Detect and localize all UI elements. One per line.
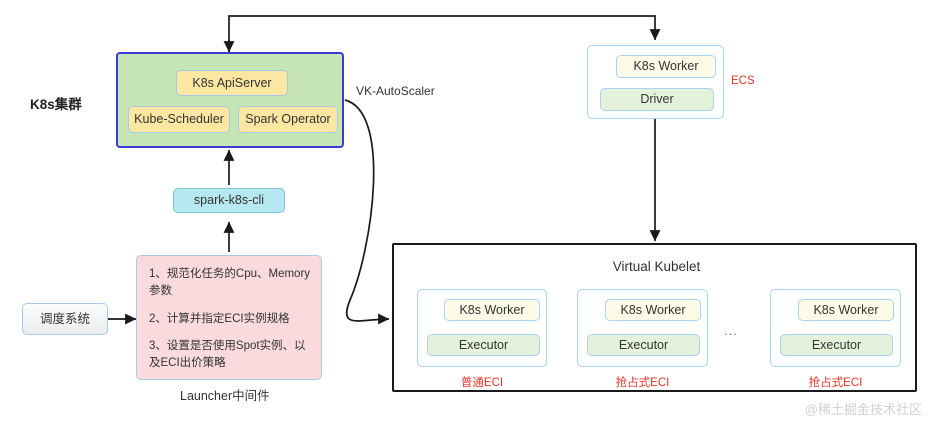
launcher-item-2: 2、计算并指定ECI实例规格 [149,312,290,325]
eci-2-executor-node[interactable]: Executor [587,334,700,356]
scheduler-system-node[interactable]: 调度系统 [22,303,108,335]
watermark: @稀土掘金技术社区 [804,402,922,417]
virtual-kubelet-box: Virtual Kubelet K8s Worker Executor 普通EC… [392,243,917,392]
k8s-apiserver-label: K8s ApiServer [192,75,272,90]
eci-2-executor-label: Executor [618,337,669,352]
spark-operator-label: Spark Operator [245,112,331,127]
eci-3-tag: 抢占式ECI [808,377,863,389]
spark-k8s-cli-node[interactable]: spark-k8s-cli [173,188,285,213]
launcher-caption: Launcher中间件 [180,389,270,403]
virtual-kubelet-title: Virtual Kubelet [612,259,701,274]
eci-ellipsis: ... [724,323,738,338]
eci-3-k8s-worker-label: K8s Worker [813,302,879,317]
scheduler-system-label: 调度系统 [39,311,90,326]
ecs-box: K8s Worker Driver [587,45,724,119]
eci-3-k8s-worker-node[interactable]: K8s Worker [798,299,894,321]
vk-autoscaler-edge-label: VK-AutoScaler [356,84,435,98]
eci-3-executor-label: Executor [811,337,862,352]
k8s-cluster-box: K8s ApiServer Kube-Scheduler Spark Opera… [116,52,344,148]
ecs-k8s-worker-label: K8s Worker [633,59,699,74]
kube-scheduler-node[interactable]: Kube-Scheduler [128,106,230,133]
eci-1-tag: 普通ECI [460,377,504,389]
eci-1-k8s-worker-label: K8s Worker [459,302,525,317]
launcher-item-1: 1、规范化任务的Cpu、Memory参数 [149,268,311,298]
ecs-k8s-worker-node[interactable]: K8s Worker [616,55,716,78]
spark-k8s-cli-label: spark-k8s-cli [193,193,265,208]
eci-node-3: K8s Worker Executor [770,289,901,367]
ecs-tag-label: ECS [731,75,755,87]
eci-node-2: K8s Worker Executor [577,289,708,367]
ecs-driver-label: Driver [640,92,674,107]
launcher-middleware-box: 1、规范化任务的Cpu、Memory参数 2、计算并指定ECI实例规格 3、设置… [136,255,322,380]
launcher-item-3: 3、设置是否使用Spot实例、以及ECI出价策略 [149,339,306,369]
k8s-apiserver-node[interactable]: K8s ApiServer [176,70,288,96]
launcher-item-list: 1、规范化任务的Cpu、Memory参数 2、计算并指定ECI实例规格 3、设置… [137,256,321,372]
eci-2-tag: 抢占式ECI [615,377,670,389]
ecs-driver-node[interactable]: Driver [600,88,714,111]
eci-1-k8s-worker-node[interactable]: K8s Worker [444,299,540,321]
eci-1-executor-label: Executor [458,337,509,352]
eci-2-k8s-worker-node[interactable]: K8s Worker [605,299,701,321]
k8s-cluster-title: K8s集群 [30,97,82,112]
spark-operator-node[interactable]: Spark Operator [238,106,338,133]
kube-scheduler-label: Kube-Scheduler [134,112,224,127]
eci-node-1: K8s Worker Executor [417,289,547,367]
edge-vk-autoscaler [344,99,390,325]
eci-2-k8s-worker-label: K8s Worker [620,302,686,317]
eci-1-executor-node[interactable]: Executor [427,334,540,356]
eci-3-executor-node[interactable]: Executor [780,334,893,356]
